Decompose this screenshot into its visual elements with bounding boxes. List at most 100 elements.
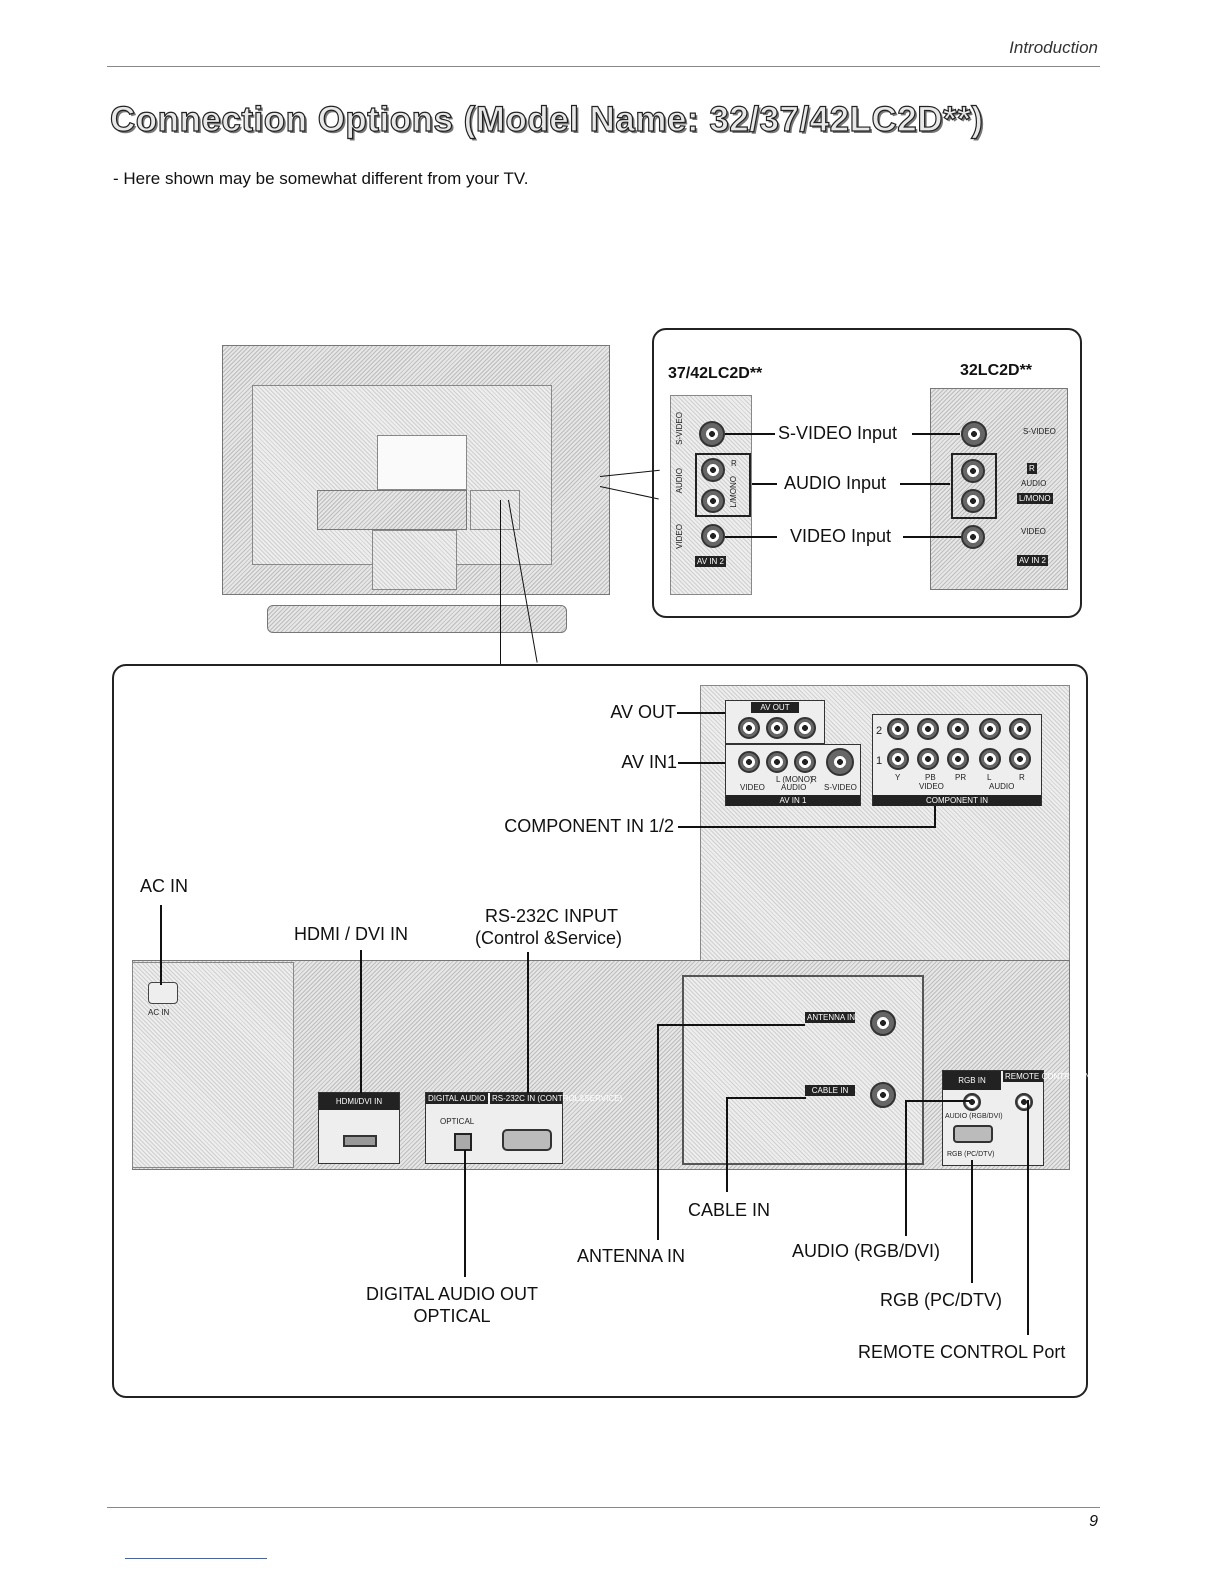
- hdmi-tag: HDMI/DVI IN: [319, 1093, 399, 1110]
- rgb-remote-block: RGB IN REMOTE CONTROL IN AUDIO (RGB/DVI)…: [942, 1070, 1091, 1166]
- jack-icon: [887, 748, 909, 770]
- video-label: VIDEO: [675, 524, 684, 549]
- jack-icon: [794, 717, 816, 739]
- pb-label: PB: [925, 773, 936, 782]
- r-label: R: [1019, 773, 1025, 782]
- audio-label: AUDIO: [675, 468, 684, 494]
- remote-tag: REMOTE CONTROL IN: [1003, 1071, 1091, 1082]
- antenna-box: [682, 975, 924, 1165]
- leader-line: [934, 806, 936, 828]
- rgb-in-tag: RGB IN: [943, 1071, 1001, 1090]
- jack-icon: [963, 1093, 981, 1111]
- jack-icon: [701, 489, 725, 513]
- jack-icon: [947, 748, 969, 770]
- jack-icon: [766, 751, 788, 773]
- jack-icon: [738, 751, 760, 773]
- leader-line: [971, 1160, 973, 1283]
- rs232-port: [502, 1129, 552, 1151]
- page-number: 9: [1089, 1513, 1098, 1530]
- vga-port: [953, 1125, 993, 1143]
- rs232-tag: RS-232C IN (CONTROL&SERVICE): [490, 1093, 623, 1104]
- jack-icon: [738, 717, 760, 739]
- hdmi-port: [343, 1135, 377, 1147]
- leader-line: [912, 433, 960, 435]
- rear-panel-diagram: [112, 664, 1088, 1398]
- jack-icon: [1009, 718, 1031, 740]
- leader-line: [677, 712, 725, 714]
- jack-icon: [826, 748, 854, 776]
- hdmi-block: HDMI/DVI IN: [318, 1092, 400, 1164]
- digital-audio-tag: DIGITAL AUDIO OUT: [426, 1093, 505, 1104]
- jack-icon: [979, 748, 1001, 770]
- rs232-callout: RS-232C INPUT: [485, 906, 619, 926]
- digital-audio-callout: DIGITAL AUDIO OUT: [365, 1284, 539, 1304]
- lmono-label: L/MONO: [729, 476, 738, 508]
- optical-label: OPTICAL: [440, 1117, 475, 1126]
- component-in-callout: COMPONENT IN 1/2: [504, 816, 674, 836]
- row1-label: 1: [876, 755, 883, 767]
- leader-line: [678, 826, 936, 828]
- jack-icon: [947, 718, 969, 740]
- jack-icon: [766, 717, 788, 739]
- leader-line: [905, 1100, 907, 1236]
- jack-icon: [701, 458, 725, 482]
- leader-line: [900, 483, 950, 485]
- jack-icon: [699, 421, 725, 447]
- leader-line: [360, 950, 362, 1093]
- svideo-label: S-VIDEO: [824, 783, 857, 792]
- cable-in-callout: CABLE IN: [688, 1200, 771, 1220]
- component-in-tag: COMPONENT IN: [873, 795, 1041, 806]
- side-input-inset: [652, 328, 1082, 618]
- side-panel-left: AV IN 2 S-VIDEO AUDIO VIDEO R L/MONO: [670, 395, 752, 595]
- lmono-label: L (MONO): [776, 775, 813, 784]
- optical-port: [454, 1133, 472, 1151]
- leader-line: [464, 1150, 466, 1277]
- header-rule: [107, 66, 1100, 67]
- y-label: Y: [895, 773, 901, 782]
- leader-line: [752, 483, 777, 485]
- audio-label: AUDIO: [1021, 479, 1047, 488]
- ac-in-callout: AC IN: [140, 876, 189, 896]
- cable-jack: [870, 1082, 896, 1108]
- av-out-callout: AV OUT: [610, 702, 676, 722]
- footer-rule: [107, 1507, 1100, 1508]
- jack-icon: [701, 524, 725, 548]
- subtitle: - Here shown may be somewhat different f…: [113, 169, 529, 188]
- jack-icon: [887, 718, 909, 740]
- ac-in-socket: [148, 982, 178, 1004]
- remote-control-callout: REMOTE CONTROL Port: [858, 1342, 1066, 1362]
- illustration-part: [695, 453, 751, 517]
- model-label-left: 37/42LC2D**: [668, 365, 763, 382]
- jack-icon: [917, 748, 939, 770]
- leader-line: [160, 905, 162, 985]
- hdmi-callout: HDMI / DVI IN: [294, 924, 409, 944]
- svideo-label: S-VIDEO: [1023, 427, 1056, 436]
- illustration-part: [951, 453, 997, 519]
- audio-input-callout: AUDIO Input: [784, 473, 887, 493]
- jack-icon: [961, 489, 985, 513]
- leader-line: [725, 536, 777, 538]
- illustration-part: [317, 490, 467, 530]
- optical-callout: OPTICAL: [413, 1306, 491, 1326]
- antenna-in-callout: ANTENNA IN: [577, 1246, 686, 1266]
- leader-line: [527, 952, 529, 1093]
- av-in1-tag: AV IN 1: [726, 795, 860, 806]
- leader-line: [500, 500, 501, 665]
- footer-mark: [125, 1558, 267, 1559]
- av-in1-block: VIDEO L (MONO) R AUDIO S-VIDEO AV IN 1: [725, 744, 861, 806]
- leader-line: [678, 762, 725, 764]
- leader-line: [657, 1024, 805, 1026]
- leader-line: [1027, 1100, 1029, 1335]
- model-label-right: 32LC2D**: [960, 362, 1033, 379]
- audio-label: AUDIO: [781, 783, 807, 792]
- leader-line: [657, 1024, 659, 1240]
- rgb-pc-callout: RGB (PC/DTV): [880, 1290, 1003, 1310]
- svideo-label: S-VIDEO: [675, 412, 684, 445]
- r-label: R: [731, 459, 737, 468]
- leader-line: [905, 1100, 970, 1102]
- rs232-callout-sub: (Control &Service): [475, 928, 623, 948]
- leader-line: [725, 433, 775, 435]
- cable-tag: CABLE IN: [805, 1085, 855, 1096]
- antenna-tag: ANTENNA IN: [805, 1012, 856, 1023]
- illustration-part: [377, 435, 467, 490]
